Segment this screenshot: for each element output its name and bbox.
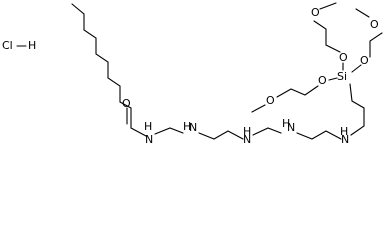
si-oxygen-top-label: O — [339, 51, 348, 64]
carbonyl-oxygen-label: O — [122, 97, 131, 110]
amine-3-h-label: H — [282, 117, 290, 130]
methoxyethoxy-right-chain — [369, 32, 383, 58]
amine-4-h-label: H — [340, 125, 348, 138]
chemical-structure-diagram: Cl H O H N H N H N H N H N Si O O O O O … — [2, 2, 383, 146]
amine-3-nitrogen-label: N — [287, 121, 295, 134]
amide-c-n-bond — [130, 127, 147, 137]
amide-nitrogen-label: N — [145, 133, 153, 146]
chlorine-atom-label: Cl — [2, 39, 13, 52]
amide-nh-h-label: H — [144, 120, 152, 133]
salt-hydrogen-label: H — [28, 39, 36, 52]
ethylene-linker-3 — [252, 127, 282, 136]
si-oxygen-right-label: O — [360, 54, 369, 67]
amine-1-h-label: H — [183, 120, 191, 133]
methoxy-right-terminal — [355, 8, 370, 18]
ethylene-linker-4 — [296, 130, 342, 140]
alkyl-chain — [71, 3, 132, 109]
methoxy-top-terminal — [319, 2, 337, 10]
amine-2-h-label: H — [243, 125, 251, 138]
si-oxygen-left-label: O — [318, 74, 327, 87]
propyl-linker — [349, 83, 365, 136]
silicon-atom-label: Si — [337, 70, 347, 83]
methoxy-oxygen-top-label: O — [311, 6, 320, 19]
methoxy-oxygen-left-label: O — [266, 94, 275, 107]
si-o-bond-left — [328, 77, 338, 81]
ethylene-linker-1 — [154, 127, 184, 135]
amine-1-nitrogen-label: N — [189, 121, 197, 134]
methoxy-left-terminal — [251, 104, 266, 113]
amine-2-nitrogen-label: N — [243, 133, 251, 146]
methoxyethoxy-left-chain — [276, 85, 319, 98]
methoxyethoxy-top-chain — [313, 20, 341, 53]
si-o-bond-right — [351, 64, 362, 73]
ethylene-linker-2 — [198, 130, 244, 140]
amine-4-nitrogen-label: N — [341, 133, 349, 146]
methoxy-oxygen-right-label: O — [370, 18, 379, 31]
